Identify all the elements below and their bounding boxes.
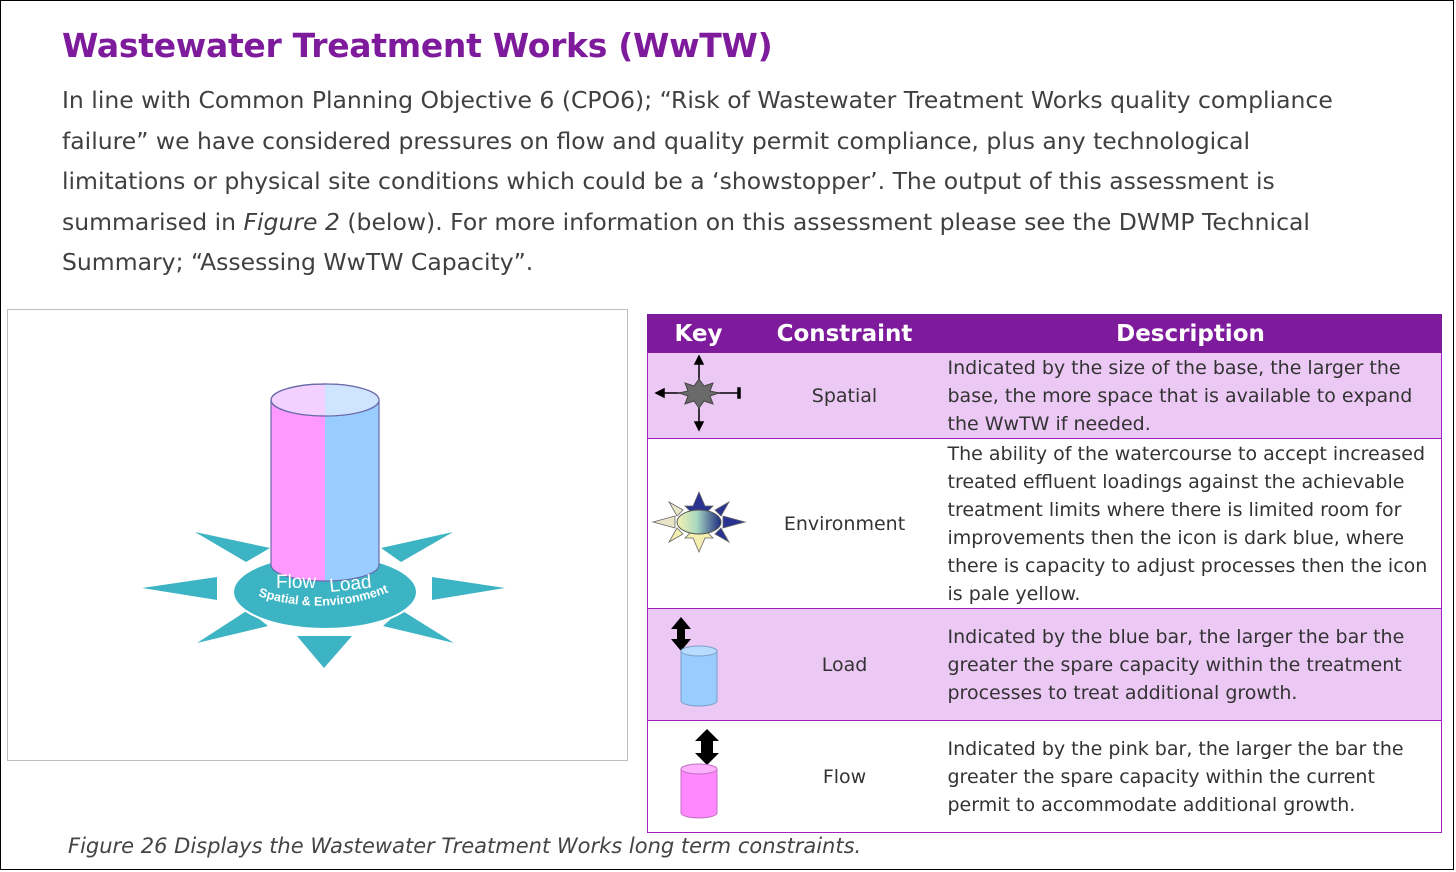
triangle-sw (197, 610, 268, 643)
wwtw-diagram-svg: Flow Load Spatial & Environment (142, 383, 505, 668)
constraint-description: Indicated by the blue bar, the larger th… (939, 608, 1442, 721)
triangle-ne (381, 532, 453, 562)
table-header-row: Key Constraint Description (647, 314, 1442, 353)
environment-star-icon (651, 490, 747, 553)
triangle-se (383, 610, 454, 643)
constraint-name: Flow (749, 720, 940, 833)
constraint-description: The ability of the watercourse to accept… (939, 438, 1442, 609)
triangle-south (297, 636, 352, 668)
key-cell (647, 352, 750, 439)
table-row-environment: Environment The ability of the watercour… (647, 438, 1442, 609)
load-label: Load (328, 572, 372, 597)
wwtw-diagram: Flow Load Spatial & Environment (7, 309, 628, 761)
table-row-flow: Flow Indicated by the pink bar, the larg… (647, 720, 1442, 833)
load-cylinder-icon (670, 616, 718, 706)
figure-caption: Figure 26 Displays the Wastewater Treatm… (68, 834, 862, 858)
table-row-spatial: Spatial Indicated by the size of the bas… (647, 352, 1442, 439)
header-description: Description (939, 314, 1442, 353)
spatial-triangles (142, 532, 505, 668)
key-cell (647, 720, 750, 833)
intro-paragraph: In line with Common Planning Objective 6… (62, 80, 1352, 283)
table-row-load: Load Indicated by the blue bar, the larg… (647, 608, 1442, 721)
constraint-name: Environment (749, 438, 940, 609)
header-constraint: Constraint (749, 314, 940, 353)
constraint-name: Load (749, 608, 940, 721)
spatial-arrows-icon (654, 353, 741, 432)
triangle-east (432, 577, 505, 600)
page-title: Wastewater Treatment Works (WwTW) (62, 26, 773, 65)
flow-bar (271, 400, 325, 581)
key-cell (647, 438, 750, 609)
constraint-name: Spatial (749, 352, 940, 439)
constraint-key-table: Key Constraint Description Spatial Indic… (647, 314, 1442, 833)
constraint-description: Indicated by the size of the base, the l… (939, 352, 1442, 439)
flow-cylinder-icon (680, 728, 719, 818)
key-cell (647, 608, 750, 721)
flow-label: Flow (276, 572, 316, 593)
constraint-description: Indicated by the pink bar, the larger th… (939, 720, 1442, 833)
figure-reference: Figure 2 (243, 207, 340, 236)
triangle-west (142, 577, 217, 600)
intro-text-part2: (below). For more information on this as… (62, 207, 1310, 277)
triangle-nw (195, 532, 270, 562)
capacity-cylinder (270, 383, 380, 582)
header-key: Key (647, 314, 750, 353)
intro-text-part1: In line with Common Planning Objective 6… (62, 86, 1333, 236)
load-bar (325, 400, 379, 581)
